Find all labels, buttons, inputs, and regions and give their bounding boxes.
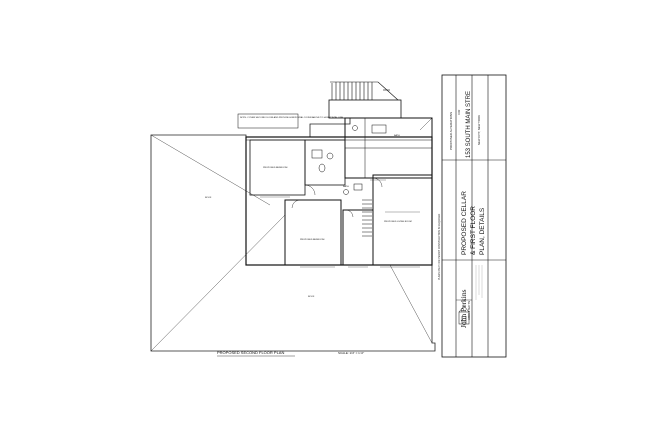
sheet-title-line-2: & FIRST FLOOR (470, 206, 477, 255)
room-label-bedroom-2: PROPOSED BEDROOM (300, 239, 324, 241)
firm-info-lines (475, 265, 483, 300)
title-block (441, 74, 507, 358)
note-box: NOTE: COVER SECOND FLOOR AND PROVIDE HOR… (237, 113, 344, 129)
plan-note-line: NOTE: COVER SECOND FLOOR AND PROVIDE HOR… (240, 116, 344, 119)
building-walls (245, 99, 433, 266)
for-label: FOR (458, 110, 461, 115)
plan-scale: SCALE: 1/4" = 1'-0" (338, 351, 364, 355)
project-address: 153 SOUTH MAIN STRE (466, 91, 472, 158)
bottom-caption: PLANS ONLY FOR PERMIT CONSTRUCTION IS RE… (438, 213, 441, 280)
project-type: PROPOSED ALTERATIONS (449, 112, 453, 150)
door-swings (291, 177, 383, 218)
room-label-living-room: PROPOSED LIVING ROOM (384, 221, 412, 223)
plan-title: PROPOSED SECOND FLOOR PLAN (217, 350, 284, 355)
sheet-title-line-3: PLAN, DETAILS (479, 207, 486, 255)
roof-outline (150, 117, 436, 352)
roof-label-bottom: ROOF (308, 296, 315, 298)
dimension-marks (260, 179, 420, 268)
sheet-title-line-1: PROPOSED CELLAR (461, 191, 468, 255)
bath-fixtures (311, 124, 387, 195)
room-label-bath-small: BATH (343, 185, 349, 188)
room-label-bath: BATH (394, 134, 400, 137)
roof-label-left: ROOF (205, 197, 212, 199)
stair-top (330, 81, 399, 101)
stair-interior (362, 199, 372, 237)
firm-name: John Perkins (459, 289, 468, 328)
firm-logo-icon (458, 305, 470, 325)
project-city: NEW CITY, NEW YORK (477, 115, 481, 145)
room-label-bedroom-1: PROPOSED BEDROOM (263, 167, 287, 169)
firm-subtitle: ARCHITECTS (467, 301, 471, 320)
